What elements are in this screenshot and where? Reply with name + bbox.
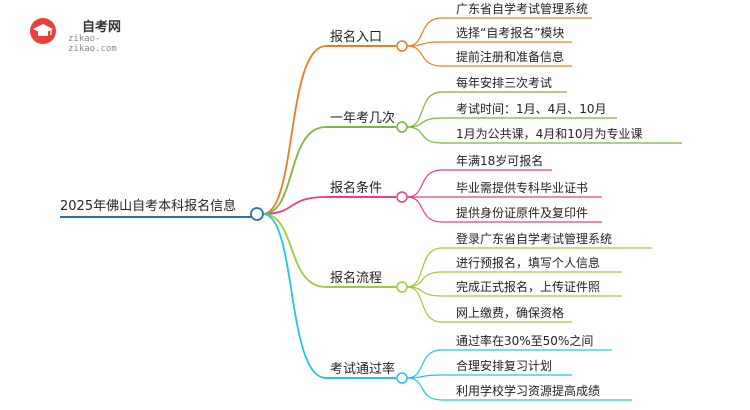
leaf-connector — [406, 45, 443, 67]
leaf-connector — [406, 41, 443, 47]
leaf-label: 登录广东省自学考试管理系统 — [456, 231, 612, 246]
root-node — [250, 207, 264, 221]
leaf-label: 合理安排复习计划 — [456, 358, 552, 373]
leaf-connector — [406, 169, 443, 198]
graduation-cap-icon — [30, 18, 56, 44]
leaf-label: 提供身份证原件及复印件 — [456, 205, 588, 220]
leaf-label: 广东省自学考试管理系统 — [456, 1, 588, 16]
branch-label: 报名入口 — [330, 29, 382, 45]
branch-node — [396, 191, 408, 203]
leaf-label: 利用学校学习资源提高成绩 — [456, 383, 600, 398]
branch-node — [396, 281, 408, 293]
leaf-connector — [406, 286, 443, 323]
branch-connector — [262, 213, 327, 379]
branch-label: 报名条件 — [330, 180, 382, 196]
leaf-connector — [406, 374, 443, 379]
leaf-label: 年满18岁可报名 — [456, 153, 543, 168]
branch-connector — [262, 213, 327, 288]
leaf-connector — [406, 17, 443, 47]
leaf-label: 通过率在30%至50%之间 — [456, 333, 593, 348]
branch-connector — [262, 45, 327, 215]
branch-label: 报名流程 — [330, 270, 382, 286]
leaf-connector — [406, 271, 443, 288]
leaf-connector — [406, 91, 443, 128]
branch-node — [396, 40, 408, 52]
leaf-label: 进行预报名，填写个人信息 — [456, 255, 600, 270]
leaf-label: 选择“自考报名”模块 — [456, 25, 564, 40]
leaf-label: 毕业需提供专科毕业证书 — [456, 180, 588, 195]
branch-node — [396, 121, 408, 133]
leaf-connector — [406, 247, 443, 288]
logo-title: 自考网 — [82, 20, 122, 35]
branch-connector — [262, 126, 327, 215]
leaf-connector — [406, 349, 443, 379]
leaf-connector — [406, 196, 443, 223]
leaf-label: 完成正式报名，上传证件照 — [456, 279, 600, 294]
leaf-label: 1月为公共课，4月和10月为专业课 — [456, 126, 643, 141]
leaf-connector — [406, 126, 443, 144]
branch-label: 一年考几次 — [330, 110, 395, 126]
logo-subtitle: zikao-zikao.com — [68, 34, 117, 54]
root-label: 2025年佛山自考本科报名信息 — [60, 198, 236, 214]
leaf-label: 网上缴费，确保资格 — [456, 305, 564, 320]
branch-label: 考试通过率 — [330, 361, 395, 377]
leaf-label: 提前注册和准备信息 — [456, 49, 564, 64]
branch-node — [396, 372, 408, 384]
branch-connector — [262, 196, 327, 215]
leaf-label: 每年安排三次考试 — [456, 75, 552, 90]
leaf-connector — [406, 377, 443, 401]
leaf-label: 考试时间：1月、4月、10月 — [456, 101, 607, 116]
site-logo[interactable]: 自考网 zikao-zikao.com — [30, 14, 140, 54]
